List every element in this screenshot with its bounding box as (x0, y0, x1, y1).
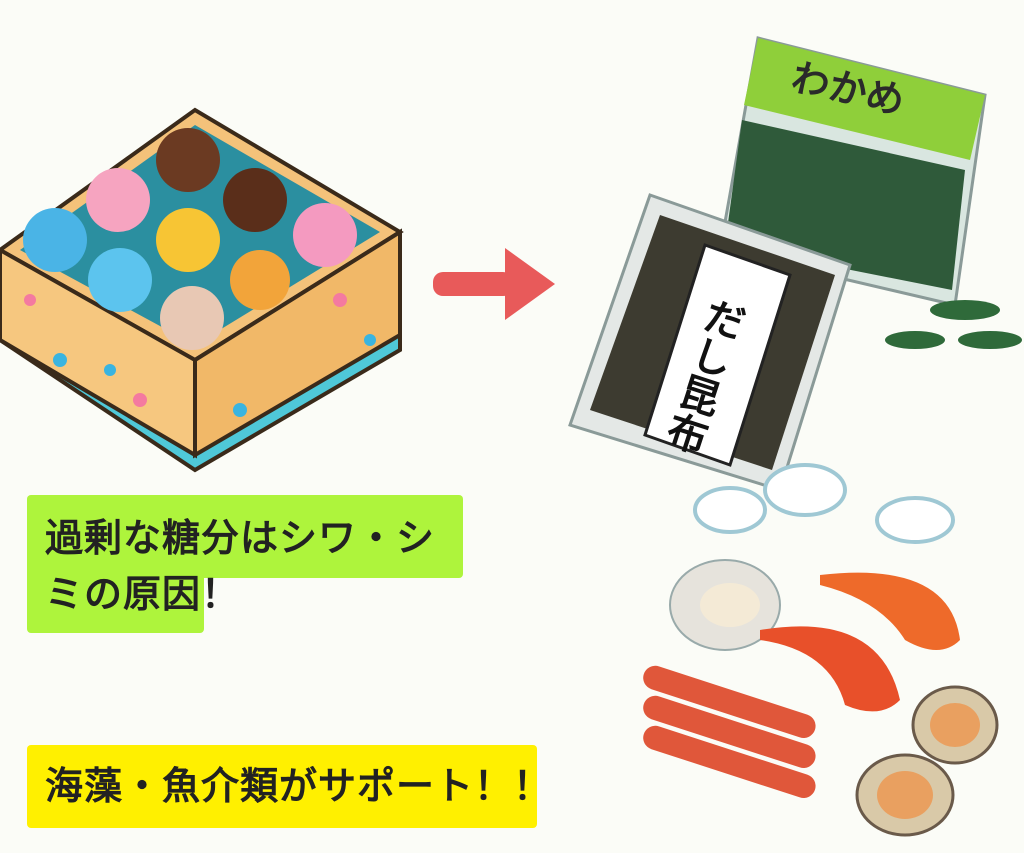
seaweed-pieces (885, 300, 1022, 349)
sugar-warning-caption: 過剰な糖分はシワ・シミの原因！ (45, 516, 436, 616)
kombu-bag-illustration: だし昆布 (568, 193, 852, 492)
sugar-caption-box-tail (27, 570, 204, 633)
chocolate-box-illustration (0, 107, 404, 473)
support-caption: 海藻・魚介類がサポート！！ (45, 764, 553, 808)
support-caption-box (27, 745, 537, 828)
steam-clouds (693, 463, 955, 544)
seafood-illustration (643, 559, 999, 837)
arrow-right-icon (433, 248, 555, 320)
sugar-caption-box (27, 495, 463, 578)
